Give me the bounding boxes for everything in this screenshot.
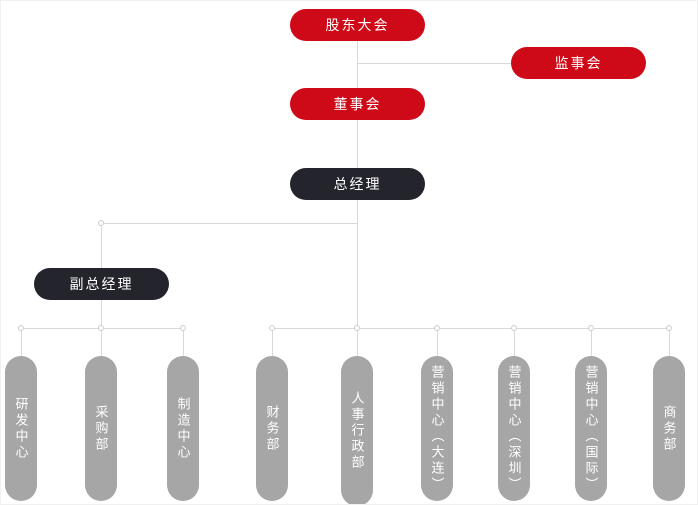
dept-label: 制造中心 xyxy=(175,396,191,461)
dept-marketing-international: 营销中心（国际） xyxy=(575,356,607,501)
junction-dot xyxy=(269,325,275,331)
dept-label: 财务部 xyxy=(264,404,280,453)
connector-line xyxy=(183,328,184,356)
connector-line xyxy=(21,328,22,356)
connector-line xyxy=(101,223,357,224)
connector-line xyxy=(669,328,670,356)
junction-dot xyxy=(98,220,104,226)
dept-hr-admin: 人事行政部 xyxy=(341,356,373,504)
connector-line xyxy=(357,120,358,168)
dept-marketing-dalian: 营销中心（大连） xyxy=(421,356,453,501)
junction-dot xyxy=(666,325,672,331)
connector-line xyxy=(437,328,438,356)
junction-dot xyxy=(98,325,104,331)
node-general-manager: 总经理 xyxy=(290,168,425,200)
dept-label: 营销中心（国际） xyxy=(583,364,599,493)
connector-line xyxy=(272,328,669,329)
node-supervisory-board: 监事会 xyxy=(511,47,646,79)
dept-label: 研发中心 xyxy=(13,396,29,461)
dept-rd-center: 研发中心 xyxy=(5,356,37,501)
node-board-of-directors: 董事会 xyxy=(290,88,425,120)
dept-marketing-shenzhen: 营销中心（深圳） xyxy=(498,356,530,501)
dept-purchasing: 采购部 xyxy=(85,356,117,501)
dept-label: 营销中心（大连） xyxy=(429,364,445,493)
junction-dot xyxy=(434,325,440,331)
junction-dot xyxy=(354,325,360,331)
dept-label: 采购部 xyxy=(93,404,109,453)
dept-label: 商务部 xyxy=(661,404,677,453)
junction-dot xyxy=(180,325,186,331)
connector-line xyxy=(591,328,592,356)
node-shareholders-meeting: 股东大会 xyxy=(290,9,425,41)
connector-line xyxy=(272,328,273,356)
dept-manufacturing-center: 制造中心 xyxy=(167,356,199,501)
dept-label: 人事行政部 xyxy=(349,391,365,471)
junction-dot xyxy=(18,325,24,331)
connector-line xyxy=(101,223,102,268)
junction-dot xyxy=(588,325,594,331)
connector-line xyxy=(357,41,358,88)
junction-dot xyxy=(511,325,517,331)
node-deputy-general-manager: 副总经理 xyxy=(34,268,169,300)
dept-label: 营销中心（深圳） xyxy=(506,364,522,493)
connector-line xyxy=(357,200,358,356)
dept-business: 商务部 xyxy=(653,356,685,501)
connector-line xyxy=(357,63,511,64)
dept-finance: 财务部 xyxy=(256,356,288,501)
connector-line xyxy=(514,328,515,356)
